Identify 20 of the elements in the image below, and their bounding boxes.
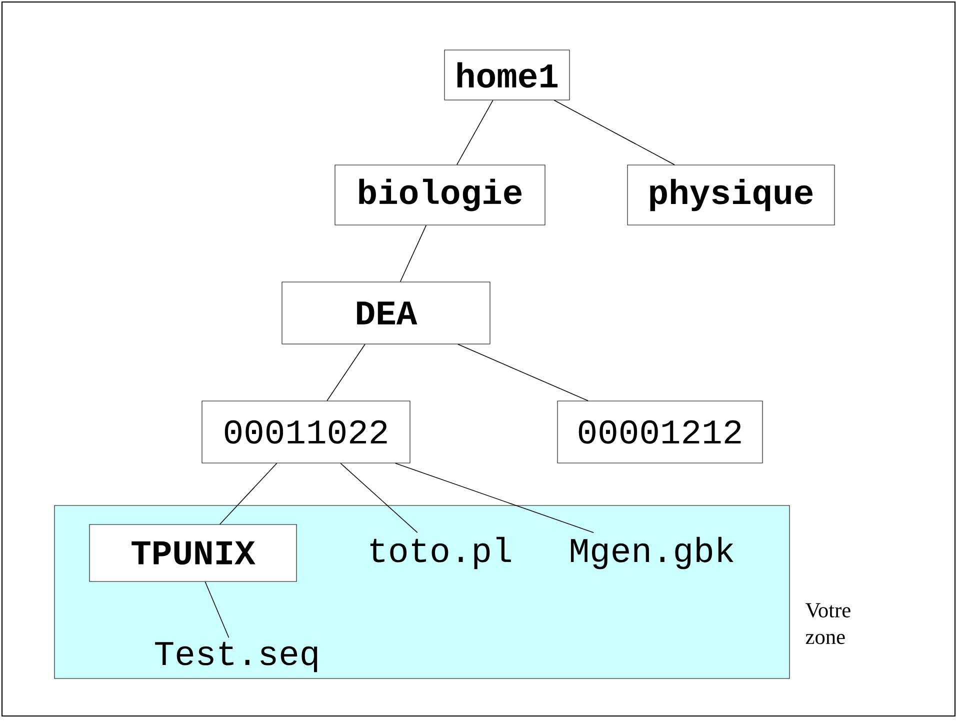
tree-line xyxy=(554,100,675,166)
tree-line xyxy=(458,344,588,402)
folder-box: 00001212 xyxy=(557,400,763,464)
folder-box: DEA xyxy=(282,282,490,344)
tree-line xyxy=(219,462,278,525)
folder-box: biologie xyxy=(334,164,546,226)
file-name: toto.pl xyxy=(370,536,511,570)
zone-label: Votre zone xyxy=(806,603,850,644)
folder-box: home1 xyxy=(444,50,570,100)
folder-box: TPUNIX xyxy=(89,524,297,582)
folder-box: 00011022 xyxy=(202,400,410,464)
file-name: Test.seq xyxy=(155,642,318,672)
file-name: Mgen.gbk xyxy=(570,536,734,570)
folder-box: physique xyxy=(627,164,835,226)
tree-line xyxy=(394,462,594,533)
tree-line xyxy=(326,344,366,402)
tree-line xyxy=(456,100,494,166)
tree-line xyxy=(340,462,418,533)
tree-line xyxy=(204,581,230,638)
tree-line xyxy=(400,224,427,282)
